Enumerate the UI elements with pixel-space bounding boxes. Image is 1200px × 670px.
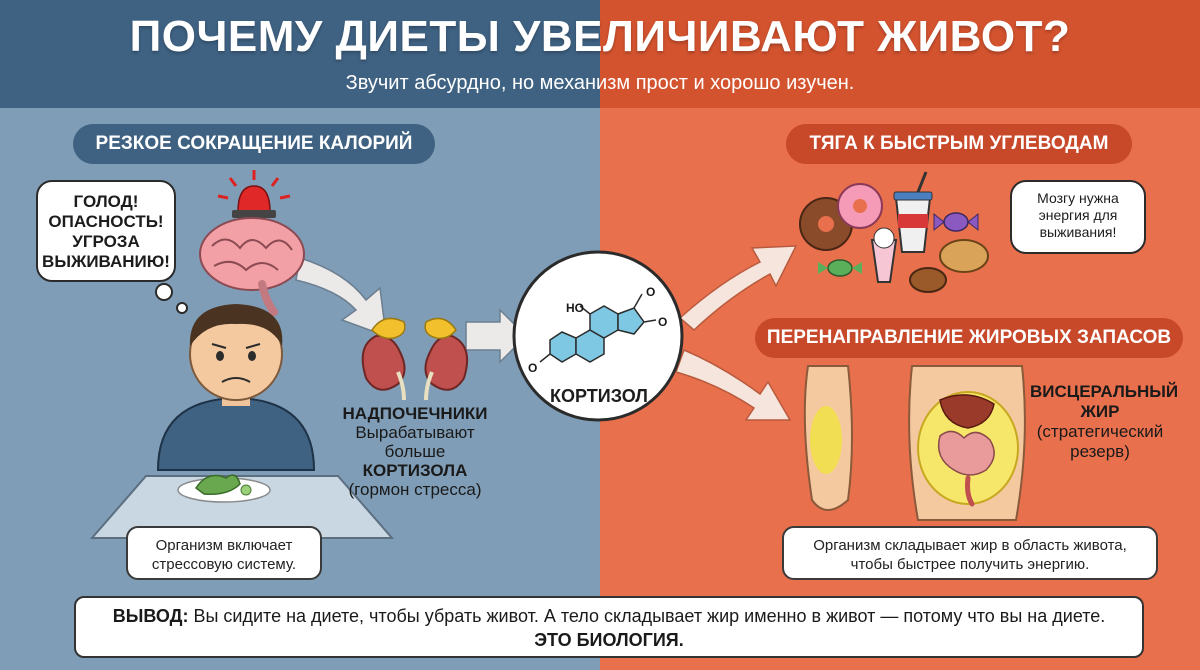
adrenals-line: Вырабатывают — [355, 423, 475, 442]
conclusion-line: ВЫВОД: Вы сидите на диете, чтобы убрать … — [76, 604, 1142, 628]
section-carb-craving: ТЯГА К БЫСТРЫМ УГЛЕВОДАМ — [786, 124, 1132, 164]
header-right-band — [600, 0, 1200, 108]
visceral-title-2: ЖИР — [1080, 402, 1120, 421]
soda-cup-icon — [893, 171, 933, 253]
fat-storage-note: Организм складывает жир в область живота… — [782, 526, 1158, 580]
conclusion-box: ВЫВОД: Вы сидите на диете, чтобы убрать … — [74, 596, 1144, 658]
stress-system-note: Организм включает стрессовую систему. — [126, 526, 322, 580]
green-candy-icon — [818, 259, 862, 277]
adrenals-title: НАДПОЧЕЧНИКИ — [342, 404, 488, 423]
pink-donut-icon — [837, 183, 883, 229]
brain-icon — [199, 217, 305, 316]
adrenals-cortisol: КОРТИЗОЛА — [362, 461, 468, 480]
junk-food-icons — [799, 171, 989, 293]
page-subtitle: Звучит абсурдно, но механизм прост и хор… — [345, 72, 855, 94]
header-left-band — [0, 0, 600, 108]
atom-o-left: O — [528, 361, 537, 375]
brain-note-line: энергия для — [1038, 207, 1118, 223]
page-title: ПОЧЕМУ ДИЕТЫ УВЕЛИЧИВАЮТ ЖИВОТ? — [129, 12, 1071, 61]
stress-note-line: стрессовую систему. — [151, 556, 297, 573]
section-fat-redirect: ПЕРЕНАПРАВЛЕНИЕ ЖИРОВЫХ ЗАПАСОВ — [755, 318, 1183, 358]
thought-bubble: ГОЛОД! ОПАСНОСТЬ! УГРОЗА ВЫЖИВАНИЮ! — [36, 180, 176, 282]
milkshake-icon — [870, 227, 898, 283]
atom-o-right: O — [658, 315, 667, 329]
atom-o-top: O — [646, 285, 655, 299]
brain-energy-bubble: Мозгу нужна энергия для выживания! — [1010, 180, 1146, 254]
brain-note-line: Мозгу нужна — [1037, 190, 1119, 206]
fat-note-line: Организм складывает жир в область живота… — [813, 537, 1127, 554]
conclusion-emphasis: ЭТО БИОЛОГИЯ. — [534, 630, 684, 650]
arrow-brain-to-adrenals — [295, 257, 387, 338]
torso-visceral-fat-illustration — [803, 365, 1026, 521]
visceral-line: резерв) — [1070, 442, 1130, 461]
arrow-cortisol-to-carbs — [678, 245, 798, 332]
alarm-siren-icon — [217, 170, 291, 218]
section-calorie-cut: РЕЗКОЕ СОКРАЩЕНИЕ КАЛОРИЙ — [73, 124, 435, 164]
atom-ho: HO — [566, 301, 584, 315]
cortisol-molecule: HO O O O — [512, 250, 684, 422]
conclusion-text: Вы сидите на диете, чтобы убрать живот. … — [188, 606, 1106, 626]
table-with-plate — [89, 474, 395, 539]
fat-note-line: чтобы быстрее получить энергию. — [850, 556, 1090, 573]
visceral-title: ВИСЦЕРАЛЬНЫЙ — [1030, 382, 1179, 401]
adrenals-caption: НАДПОЧЕЧНИКИ Вырабатывают больше КОРТИЗО… — [330, 404, 500, 499]
candy-icon — [933, 212, 979, 232]
arrow-adrenals-to-cortisol — [465, 308, 528, 364]
adrenals-line: (гормон стресса) — [348, 480, 482, 499]
thought-line: УГРОЗА — [72, 232, 140, 251]
thought-line: ВЫЖИВАНИЮ! — [42, 252, 170, 271]
cortisol-label: КОРТИЗОЛ — [550, 386, 648, 406]
worried-person-illustration — [156, 304, 316, 471]
stress-note-line: Организм включает — [155, 537, 293, 554]
thought-dots — [155, 283, 188, 314]
visceral-line: (стратегический — [1036, 422, 1164, 441]
arrow-cortisol-to-fat — [675, 349, 792, 421]
conclusion-label: ВЫВОД: — [112, 606, 189, 626]
visceral-fat-caption: ВИСЦЕРАЛЬНЫЙ ЖИР (стратегический резерв) — [1030, 382, 1179, 462]
pastry-icon — [909, 239, 989, 293]
thought-line: ГОЛОД! — [73, 192, 139, 211]
kidneys-adrenals-icon — [361, 317, 468, 401]
brain-note-line: выживания! — [1039, 224, 1117, 240]
adrenals-line: больше — [384, 442, 446, 461]
thought-line: ОПАСНОСТЬ! — [48, 212, 164, 231]
